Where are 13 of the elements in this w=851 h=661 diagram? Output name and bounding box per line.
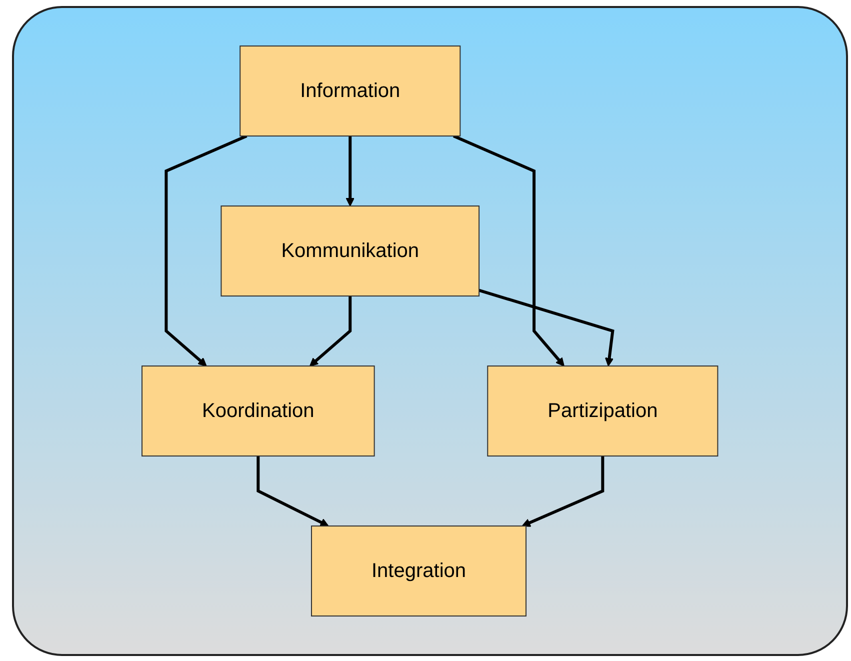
arrow: [346, 136, 355, 206]
panel-background: Information Kommunikation Koordination Partizipation Integration: [12, 6, 848, 656]
arrow: [310, 296, 352, 366]
node-box: [311, 526, 527, 616]
node-box: [142, 366, 375, 456]
node-box: [487, 366, 718, 456]
node-box: [240, 46, 461, 136]
arrow: [453, 134, 565, 366]
arrow: [522, 456, 604, 527]
node-box: [220, 206, 480, 296]
arrow: [164, 134, 248, 366]
arrow: [256, 456, 329, 526]
arrow: [478, 288, 614, 366]
